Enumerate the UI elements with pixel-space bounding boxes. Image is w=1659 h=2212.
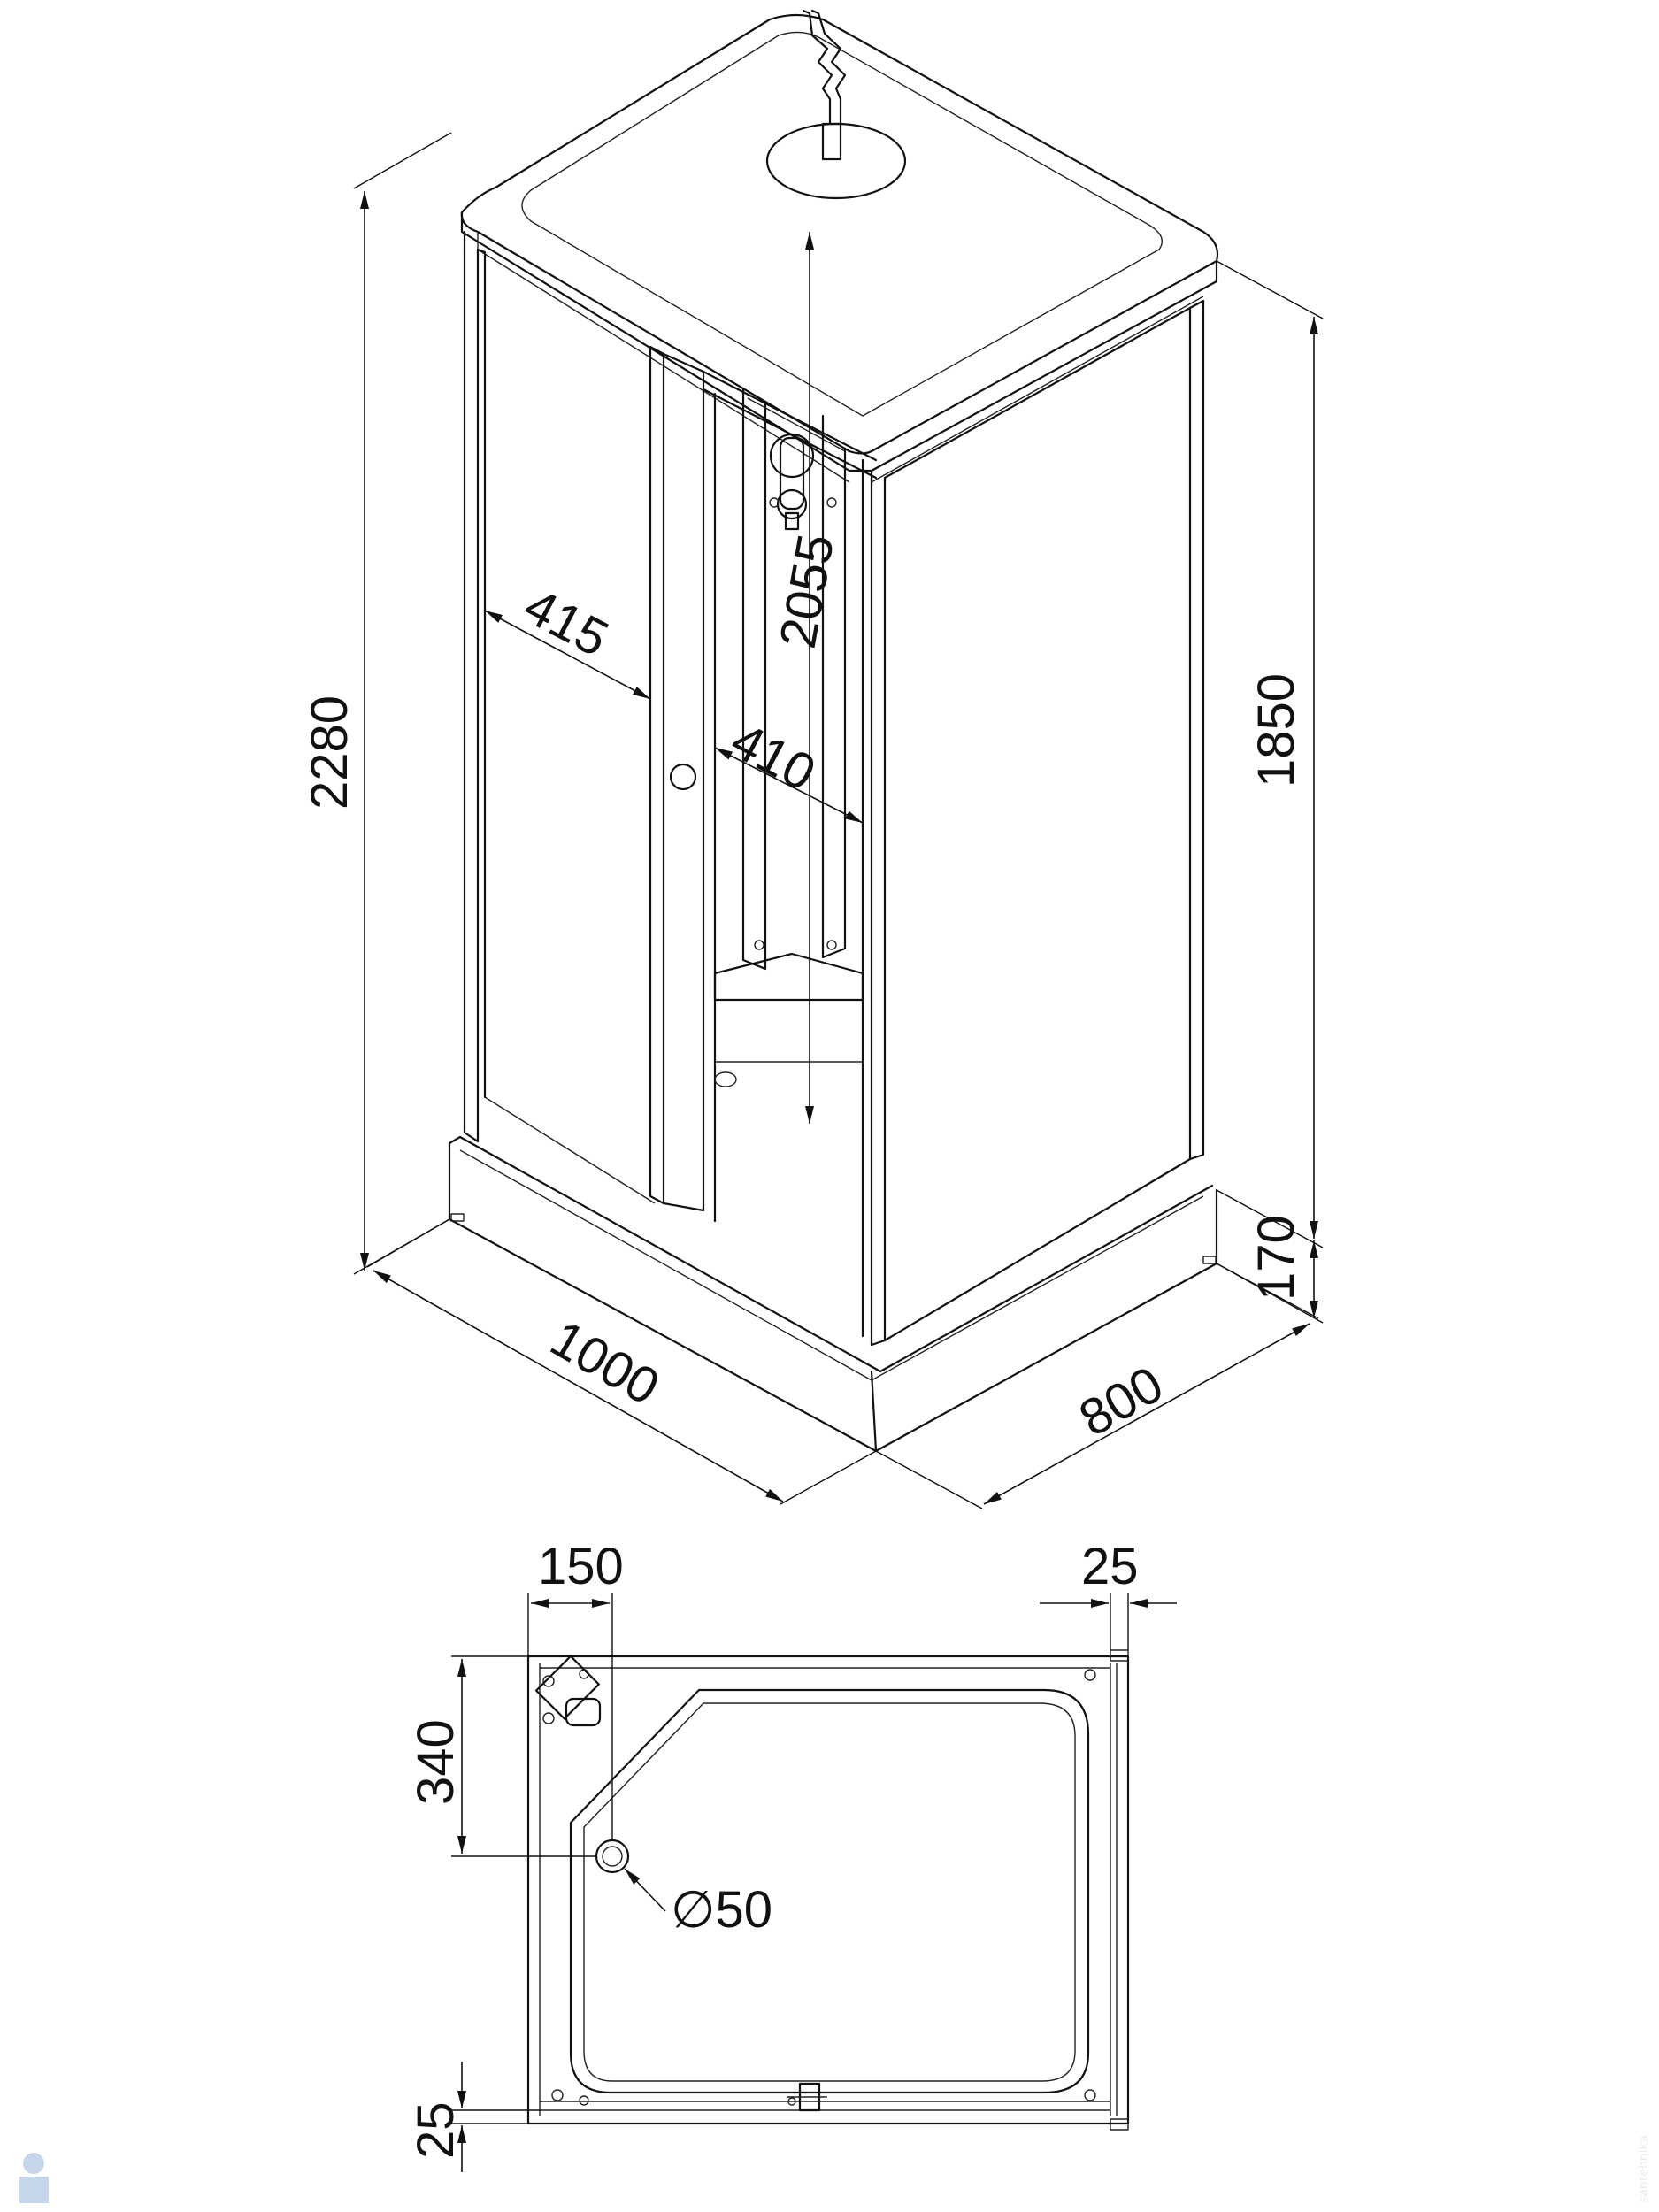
shower-hose <box>802 9 847 126</box>
right-side-panel <box>870 306 1192 1347</box>
dim-right-door: 410 <box>714 711 864 824</box>
dim-left-door: 415 <box>484 577 651 700</box>
valve-block <box>534 1655 602 1727</box>
label-width: 800 <box>1070 1356 1172 1448</box>
label-drain-offset-y: 340 <box>407 1719 465 1805</box>
dim-frame-offset-top: 25 <box>1040 1538 1177 1650</box>
label-frame-offset-top: 25 <box>1081 1538 1139 1595</box>
dim-length: 1000 <box>366 1218 877 1505</box>
label-shower-height: 2055 <box>769 530 845 652</box>
label-left-door: 415 <box>515 577 618 668</box>
watermark-text: santehnika <box>1637 2135 1651 2203</box>
door-handle <box>669 763 697 791</box>
shower-tray-plan <box>526 1649 1130 2131</box>
dim-drain-diameter: ∅50 <box>624 1868 772 1939</box>
rain-shower-plate <box>765 122 907 200</box>
tray-basin-outline <box>569 1688 1090 2094</box>
plan-outer-frame <box>526 1655 1130 2125</box>
label-overall-height: 2280 <box>301 695 358 810</box>
corner-seat <box>713 952 864 1002</box>
roof-top <box>460 13 1219 455</box>
mixer-valve <box>769 433 815 531</box>
dim-overall-height: 2280 <box>301 132 452 1275</box>
dim-drain-offset-x: 150 <box>527 1538 624 1840</box>
label-drain-diameter: ∅50 <box>671 1881 772 1939</box>
dim-drain-offset-y: 340 <box>407 1655 597 1857</box>
label-drain-offset-x: 150 <box>538 1538 624 1595</box>
shower-cabin-isometric <box>448 9 1219 1453</box>
left-door <box>649 345 665 1205</box>
roof-inner-rim <box>521 31 1163 417</box>
label-frame-offset-bottom: 25 <box>407 2101 465 2159</box>
dim-tray-height: 170 <box>1216 1215 1324 1324</box>
dim-frame-offset-bottom: 25 <box>407 2062 540 2172</box>
label-panel-height: 1850 <box>1248 673 1305 787</box>
back-wall-column <box>741 388 767 971</box>
label-tray-height: 170 <box>1248 1215 1305 1301</box>
dim-panel-height: 1850 <box>1216 260 1324 1248</box>
front-left-panel <box>463 230 480 1143</box>
roof-front-edge <box>460 211 1218 472</box>
drain-outer <box>595 1839 630 1874</box>
dim-shower-height: 2055 <box>769 232 845 1124</box>
drain-inner <box>602 1846 623 1867</box>
watermark-logo: santehnika <box>19 2135 1651 2203</box>
